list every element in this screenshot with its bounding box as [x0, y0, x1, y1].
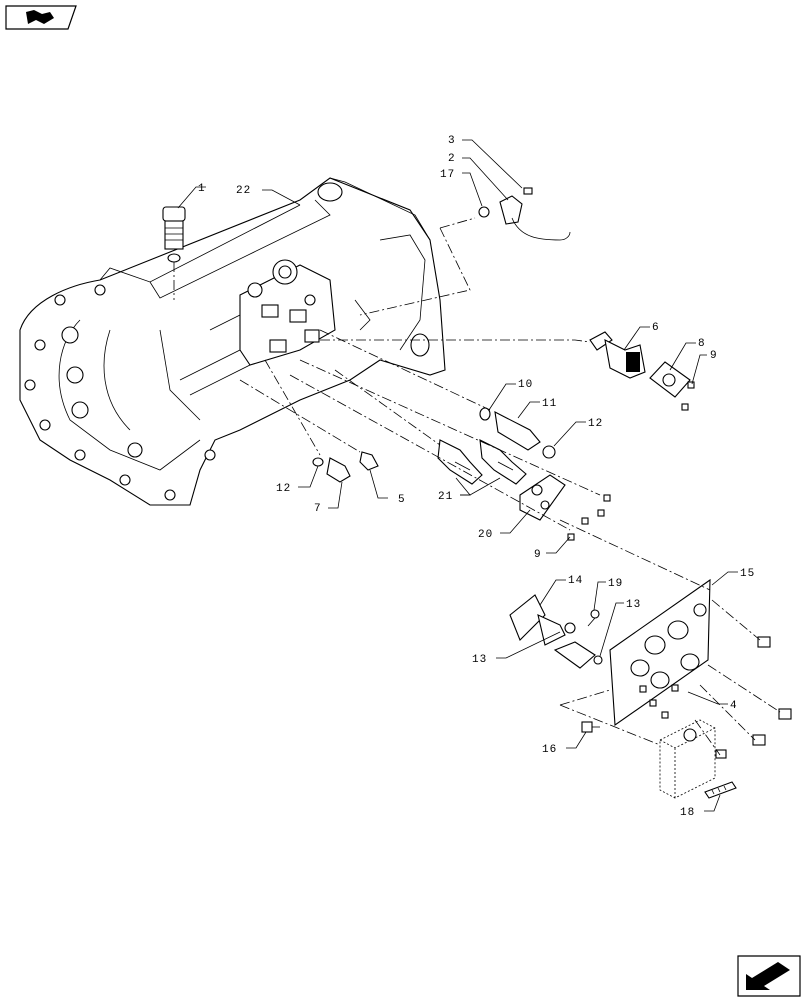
callout-14: 14	[568, 575, 583, 587]
callout-10: 10	[518, 379, 533, 391]
part-20-plate	[519, 474, 611, 541]
part-11-valve	[479, 407, 556, 459]
callout-22: 22	[236, 185, 251, 197]
part-19-plug	[587, 609, 600, 627]
part-5-switch	[359, 451, 379, 471]
callout-8: 8	[698, 338, 706, 350]
callout-5: 5	[398, 494, 406, 506]
callout-17: 17	[440, 169, 455, 181]
part-8-gasket	[649, 361, 691, 398]
bracket-block	[659, 719, 716, 799]
callout-9-upper: 9	[710, 350, 718, 362]
callout-12-left: 12	[276, 483, 291, 495]
callout-1: 1	[198, 183, 206, 195]
part-18-bolt	[704, 781, 737, 799]
callout-labels: 1 2 3 4 5 6 7 8 9 9 10 11 12 12 13 13 14…	[198, 135, 755, 819]
assembly-lines	[239, 217, 781, 756]
callout-13-right: 13	[626, 599, 641, 611]
callout-12-right: 12	[588, 418, 603, 430]
book-icon[interactable]	[5, 5, 77, 30]
part-9-screw	[681, 381, 695, 411]
valve-block	[239, 259, 336, 366]
callout-13-left: 13	[472, 654, 487, 666]
part-2-sensor	[478, 187, 571, 241]
navigate-arrow-icon[interactable]	[737, 955, 801, 997]
callout-11: 11	[542, 398, 557, 410]
leader-lines	[177, 139, 738, 812]
callout-15: 15	[740, 568, 755, 580]
transmission-housing	[19, 177, 446, 506]
part-1-valve-plug	[162, 206, 186, 300]
callout-9-lower: 9	[534, 549, 542, 561]
callout-4: 4	[730, 700, 738, 712]
part-7-sensor	[312, 457, 351, 483]
callout-16: 16	[542, 744, 557, 756]
callout-19: 19	[608, 578, 623, 590]
callout-18: 18	[680, 807, 695, 819]
part-4-screws	[639, 684, 679, 719]
part-14-solenoid	[509, 594, 576, 646]
callout-20: 20	[478, 529, 493, 541]
part-6-solenoid	[589, 331, 646, 379]
callout-6: 6	[652, 322, 660, 334]
part-15-side-plate	[609, 578, 711, 727]
part-16-bolt	[581, 721, 600, 733]
callout-3: 3	[448, 135, 456, 147]
callout-21: 21	[438, 491, 453, 503]
callout-2: 2	[448, 153, 456, 165]
part-13-connector	[553, 641, 603, 669]
callout-7: 7	[314, 503, 322, 515]
part-21-solenoids	[437, 439, 527, 485]
fasteners-right	[715, 636, 792, 759]
